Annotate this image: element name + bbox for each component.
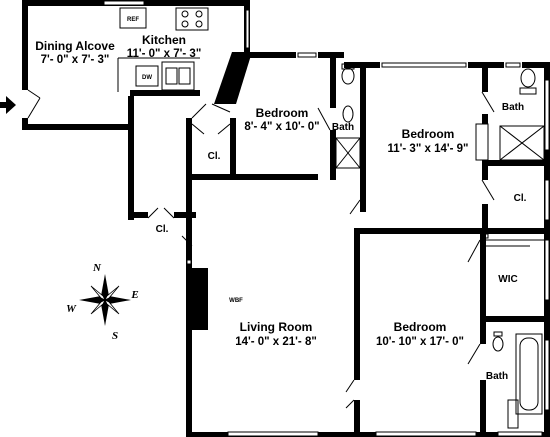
bedroom-se-dims: 10'- 10" x 17'- 0" xyxy=(376,336,464,348)
bedroom-small-dims: 8'- 4" x 10'- 0" xyxy=(244,121,319,133)
kitchen-dims: 11'- 0" x 7'- 3" xyxy=(127,48,202,60)
bedroom-small-name: Bedroom xyxy=(256,106,309,120)
compass-east: E xyxy=(130,289,138,301)
bedroom-ne-dims: 11'- 3" x 14'- 9" xyxy=(388,143,469,155)
room-labels: Dining Alcove 7'- 0" x 7'- 3" Kitchen 11… xyxy=(35,33,468,348)
compass-south: S xyxy=(112,330,118,342)
bath-ne-label: Bath xyxy=(502,102,524,113)
doors xyxy=(27,89,495,409)
bedroom-ne-name: Bedroom xyxy=(402,127,455,141)
closet-ne-label: Cl. xyxy=(514,193,527,204)
wbf-label: WBF xyxy=(229,298,243,304)
ref-label: REF xyxy=(127,17,139,23)
kitchen-fixtures xyxy=(117,7,209,92)
closet-hall-label: Cl. xyxy=(156,224,169,235)
bath-fixtures xyxy=(335,63,545,429)
kitchen-name: Kitchen xyxy=(142,33,186,47)
dining-alcove-dims: 7'- 0" x 7'- 3" xyxy=(41,54,110,66)
bath-center-label: Bath xyxy=(332,122,354,133)
living-room-name: Living Room xyxy=(240,320,313,334)
compass-north: N xyxy=(92,262,102,274)
bath-se-label: Bath xyxy=(486,371,508,382)
fixture-labels: Bath Bath Bath Cl. Cl. Cl. WIC WBF REF D… xyxy=(127,17,527,382)
closet-bedroom-label: Cl. xyxy=(208,151,221,162)
compass-rose-icon: N S E W xyxy=(66,262,139,342)
compass-west: W xyxy=(66,303,77,315)
entry-arrow-icon xyxy=(0,96,16,114)
windows xyxy=(103,0,550,437)
dw-label: DW xyxy=(142,75,152,81)
bedroom-se-name: Bedroom xyxy=(394,320,447,334)
dining-alcove-name: Dining Alcove xyxy=(35,39,115,53)
living-room-dims: 14'- 0" x 21'- 8" xyxy=(235,336,317,348)
wic-label: WIC xyxy=(498,274,517,285)
